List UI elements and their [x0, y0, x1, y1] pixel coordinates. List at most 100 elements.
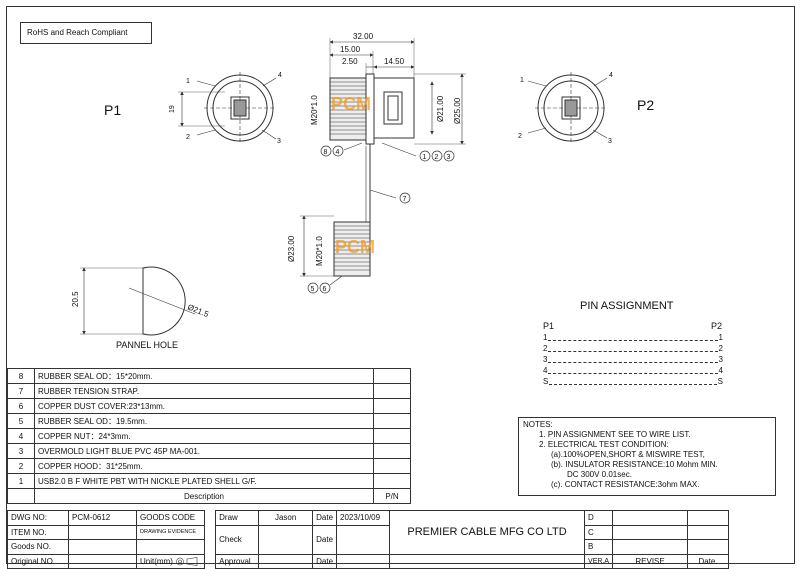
ver-label: VER.A: [584, 553, 614, 569]
goods-code-label: GOODS CODE: [135, 510, 206, 526]
panel-hole-view: [80, 266, 196, 336]
callout-6: 6: [323, 286, 327, 293]
pin-p1-header: P1: [543, 321, 555, 331]
technical-drawing: P1 P2 1 2 3 4 19 1 2 3 4: [71, 32, 654, 350]
pin-row-connector: [549, 379, 717, 385]
rev-date-label: Date.: [687, 553, 730, 569]
callout-5: 5: [311, 286, 315, 293]
pin-row-right: S: [717, 377, 723, 386]
pin-row-right: 3: [718, 355, 723, 364]
dim-dia21: Ø21.00: [436, 95, 445, 122]
company-blank: [389, 553, 586, 569]
approval-date-value: [336, 553, 391, 569]
callout-1: 1: [423, 154, 427, 161]
rev-d-desc: [612, 510, 689, 526]
rev-b: B: [584, 539, 614, 555]
rev-b-date: [687, 539, 730, 555]
p2-pin-2-callout: 2: [518, 133, 522, 140]
draw-date-label: Date: [312, 510, 338, 526]
top-connector-side-view: [329, 38, 466, 222]
bottom-connector-side-view: [300, 215, 371, 286]
company-name: PREMIER CABLE MFG CO LTD: [389, 510, 586, 555]
pin-row-left: 1: [543, 333, 548, 342]
check-date-value: [336, 524, 391, 555]
bom-description: RUBBER SEAL OD：19.5mm.: [34, 413, 374, 429]
dim-20-5: 20.5: [71, 291, 80, 307]
p1-pin-2-callout: 2: [186, 134, 190, 141]
bom-item-no: 6: [7, 398, 35, 414]
callout-8-4: [320, 145, 344, 157]
callout-8: 8: [324, 149, 328, 156]
pin-row-left: 3: [543, 355, 548, 364]
original-no-label: Original NO.: [7, 553, 69, 569]
pin-row-connector: [548, 357, 718, 363]
bom-item-no: 8: [7, 368, 35, 384]
check-name: [258, 524, 314, 555]
goods-no-value: [68, 539, 137, 555]
item-no-label: ITEM NO.: [7, 524, 69, 540]
p2-view-label: P2: [637, 97, 654, 113]
watermark-logo-top: PCM: [331, 94, 371, 114]
bom-description: OVERMOLD LIGHT BLUE PVC 45P MA-001.: [34, 443, 374, 459]
bom-header-pn: P/N: [373, 488, 411, 504]
dim-dia21-5: Ø21.5: [186, 303, 210, 320]
dim-15: 15.00: [340, 45, 361, 54]
p2-face-view: [527, 72, 608, 144]
bom-item-no: 2: [7, 458, 35, 474]
unit-cell: Unit(mm): [135, 553, 206, 569]
unit-label: Unit(mm): [140, 556, 173, 566]
approval-date-label: Date: [312, 553, 338, 569]
draw-name: Jason: [258, 510, 314, 526]
p1-face-view: [178, 72, 277, 144]
pin-row-left: S: [543, 377, 549, 386]
bom-description: COPPER DUST COVER:23*13mm.: [34, 398, 374, 414]
bom-item-no: 3: [7, 443, 35, 459]
pin-row-left: 2: [543, 344, 548, 353]
item-no-value: [68, 524, 137, 540]
bom-description: USB2.0 B F WHITE PBT WITH NICKLE PLATED …: [34, 473, 374, 489]
pin-row-connector: [548, 368, 718, 374]
check-date-label: Date: [312, 524, 338, 555]
bom-item-no: 7: [7, 383, 35, 399]
callout-2: 2: [435, 154, 439, 161]
bom-part-number: [373, 368, 411, 384]
bom-item-no: 1: [7, 473, 35, 489]
compliance-label: RoHS and Reach Compliant: [20, 22, 152, 44]
note-line-4: (b). INSULATOR RESISTANCE:10 Mohm MIN.: [551, 460, 718, 469]
pin-row-connector: [548, 346, 718, 352]
approval-label: Approval: [215, 553, 260, 569]
bom-description: RUBBER SEAL OD：15*20mm.: [34, 368, 374, 384]
revise-label: REVISE: [612, 553, 689, 569]
pin-row-right: 4: [718, 366, 723, 375]
bom-description: COPPER HOOD：31*25mm.: [34, 458, 374, 474]
draw-date-value: 2023/10/09: [336, 510, 391, 526]
notes-title: NOTES:: [523, 420, 553, 429]
panel-hole-label: PANNEL HOLE: [116, 340, 178, 350]
note-line-1: 1. PIN ASSIGNMENT SEE TO WIRE LIST.: [539, 430, 691, 439]
bom-part-number: [373, 458, 411, 474]
rev-c-date: [687, 524, 730, 540]
dim-dia25: Ø25.00: [453, 97, 462, 124]
watermark-logo-bottom: PCM: [335, 237, 375, 257]
p2-pin-3-callout: 3: [608, 138, 612, 145]
rev-d-date: [687, 510, 730, 526]
callout-5-6: [307, 282, 331, 294]
bom-part-number: [373, 473, 411, 489]
dim-2-5: 2.50: [342, 57, 358, 66]
bom-header-description: Description: [34, 488, 374, 504]
rev-b-desc: [612, 539, 689, 555]
p1-view-label: P1: [104, 102, 121, 118]
pin-row-left: 4: [543, 366, 548, 375]
pin-assignment-title: PIN ASSIGNMENT: [580, 300, 674, 312]
